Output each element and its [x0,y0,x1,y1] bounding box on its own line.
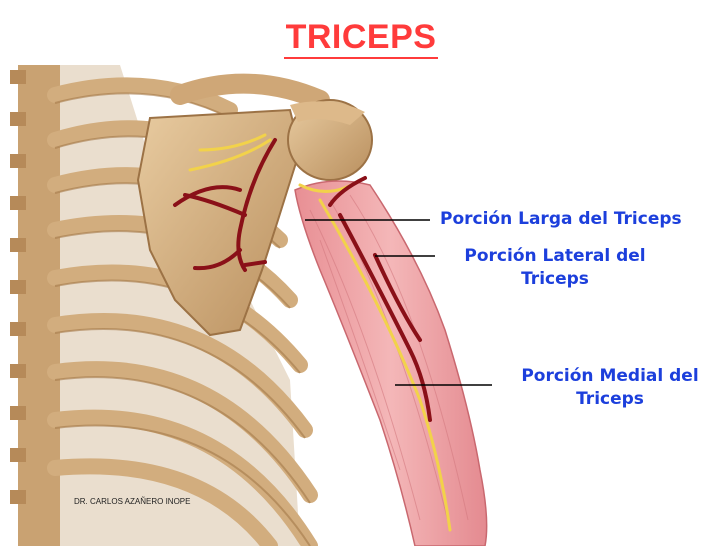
triceps-muscle [294,180,488,546]
label-lateral-line1: Porción Lateral del [464,246,646,266]
pointer-lines [305,219,492,386]
artery [173,138,432,422]
label-lateral-line2: Triceps [521,268,589,289]
author-credit: DR. CARLOS AZAÑERO INOPE [74,497,191,506]
label-medial-line2: Triceps [576,388,644,409]
page-title: TRICEPS [0,18,728,59]
acromion [290,101,365,125]
label-porcion-medial: Porción Medial del Triceps [505,365,715,411]
label-medial-line1: Porción Medial del [521,366,699,386]
label-larga-text: Porción Larga del Triceps [440,209,682,229]
title-text: TRICEPS [283,18,439,59]
label-porcion-larga: Porción Larga del Triceps [440,208,712,231]
clavicle [170,73,330,110]
label-porcion-lateral: Porción Lateral del Triceps [450,245,660,291]
